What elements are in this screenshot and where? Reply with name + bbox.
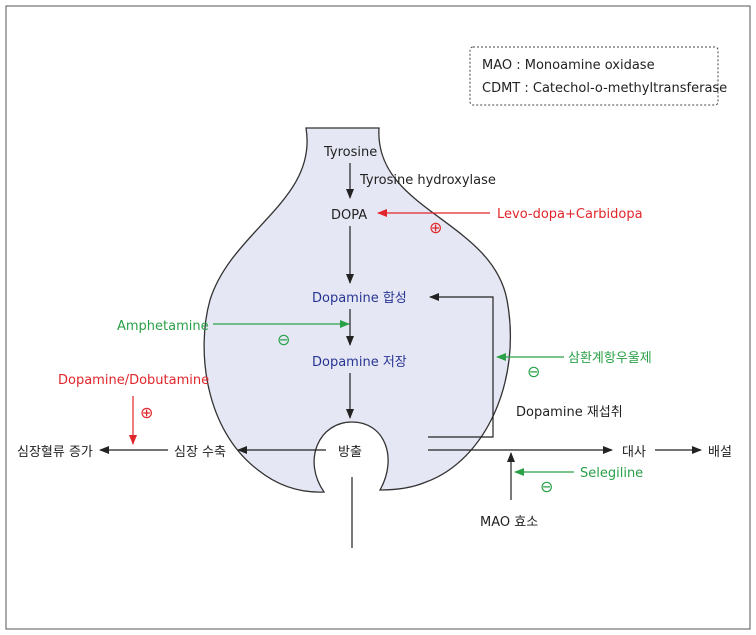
label-dopa: DOPA: [331, 208, 367, 223]
legend-box: [469, 46, 719, 106]
label-dopamine-synthesis: Dopamine 합성: [312, 291, 407, 306]
minus-symbol-amphetamine: ⊖: [277, 330, 290, 349]
plus-symbol-dobutamine: ⊕: [140, 403, 153, 422]
label-dopamine-dobutamine: Dopamine/Dobutamine: [58, 373, 209, 388]
plus-symbol-levodopa: ⊕: [429, 218, 442, 237]
outer-frame: [5, 5, 751, 630]
label-release: 방출: [338, 445, 362, 460]
minus-symbol-tca: ⊖: [527, 362, 540, 381]
label-amphetamine: Amphetamine: [117, 319, 209, 334]
label-excretion: 배설: [708, 445, 732, 460]
legend-line-1: MAO : Monoamine oxidase: [482, 58, 655, 73]
legend-line-2: CDMT : Catechol-o-methyltransferase: [482, 81, 727, 96]
label-selegiline: Selegiline: [580, 466, 643, 481]
label-metabolism: 대사: [622, 445, 646, 460]
arrow-reuptake-loop: [428, 293, 494, 438]
label-reuptake: Dopamine 재섭취: [516, 405, 623, 420]
label-tyrosine-hydroxylase: Tyrosine hydroxylase: [359, 173, 496, 188]
label-mao-enzyme: MAO 효소: [480, 515, 538, 530]
minus-symbol-selegiline: ⊖: [540, 477, 553, 496]
label-tca: 삼환계항우울제: [568, 351, 652, 366]
neuron-terminal: [203, 127, 511, 493]
label-levodopa: Levo-dopa+Carbidopa: [497, 207, 643, 222]
label-cardiac-output: 심장혈류 증가: [17, 445, 93, 460]
label-dopamine-storage: Dopamine 저장: [312, 355, 407, 370]
label-tyrosine: Tyrosine: [323, 145, 377, 160]
label-cardiac-contraction: 심장 수축: [174, 445, 226, 460]
